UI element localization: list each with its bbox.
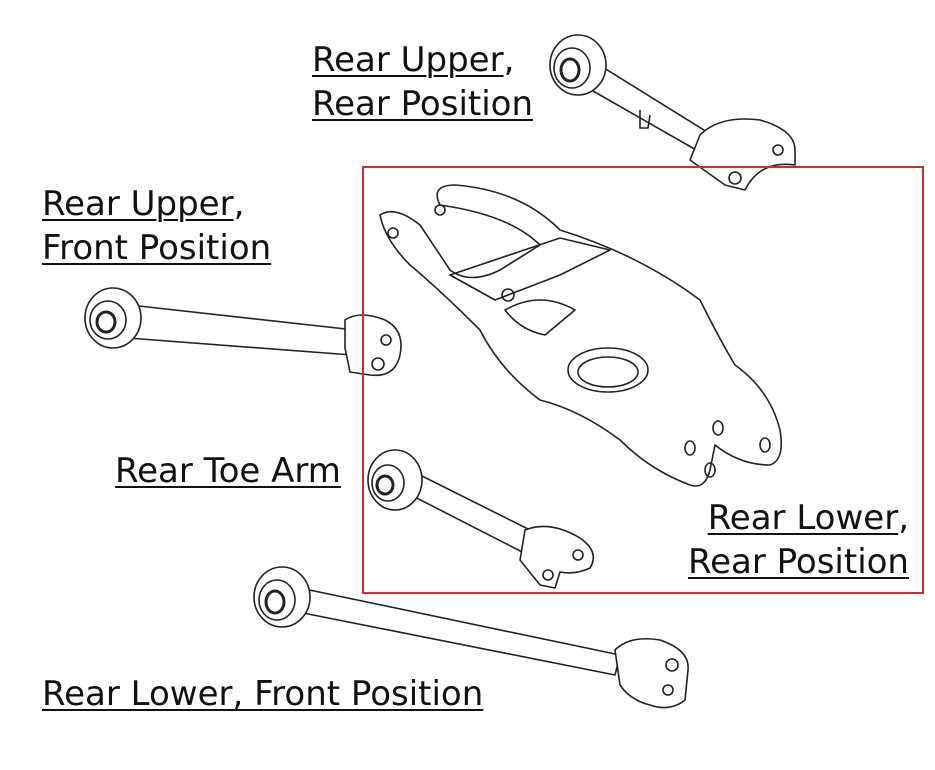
label-comma: , bbox=[898, 498, 909, 538]
label-line: Rear Upper bbox=[42, 184, 234, 224]
label-comma: , bbox=[503, 40, 515, 80]
rear-lower-front-arm bbox=[253, 566, 689, 709]
label-line: Rear Position bbox=[312, 84, 534, 124]
label-rear-upper-front: Rear Upper, Front Position bbox=[42, 182, 271, 270]
rear-upper-front-arm bbox=[84, 287, 402, 377]
highlight-box bbox=[362, 166, 924, 594]
label-line: Rear Toe Arm bbox=[115, 451, 341, 491]
rear-lower-rear-arm bbox=[379, 184, 783, 487]
label-line: Rear Upper bbox=[312, 40, 504, 80]
label-rear-lower-front: Rear Lower, Front Position bbox=[42, 672, 483, 716]
label-line: Rear Position bbox=[687, 542, 909, 582]
label-line: Front Position bbox=[42, 228, 272, 268]
label-rear-toe-arm: Rear Toe Arm bbox=[115, 449, 341, 493]
label-line: Rear Lower bbox=[707, 498, 899, 538]
rear-upper-rear-arm bbox=[549, 34, 796, 191]
label-rear-upper-rear: Rear Upper, Rear Position bbox=[312, 38, 533, 126]
label-line: Rear Lower, Front Position bbox=[42, 674, 484, 714]
rear-toe-arm bbox=[367, 449, 595, 589]
label-comma: , bbox=[233, 184, 245, 224]
label-rear-lower-rear: Rear Lower, Rear Position bbox=[688, 496, 909, 584]
